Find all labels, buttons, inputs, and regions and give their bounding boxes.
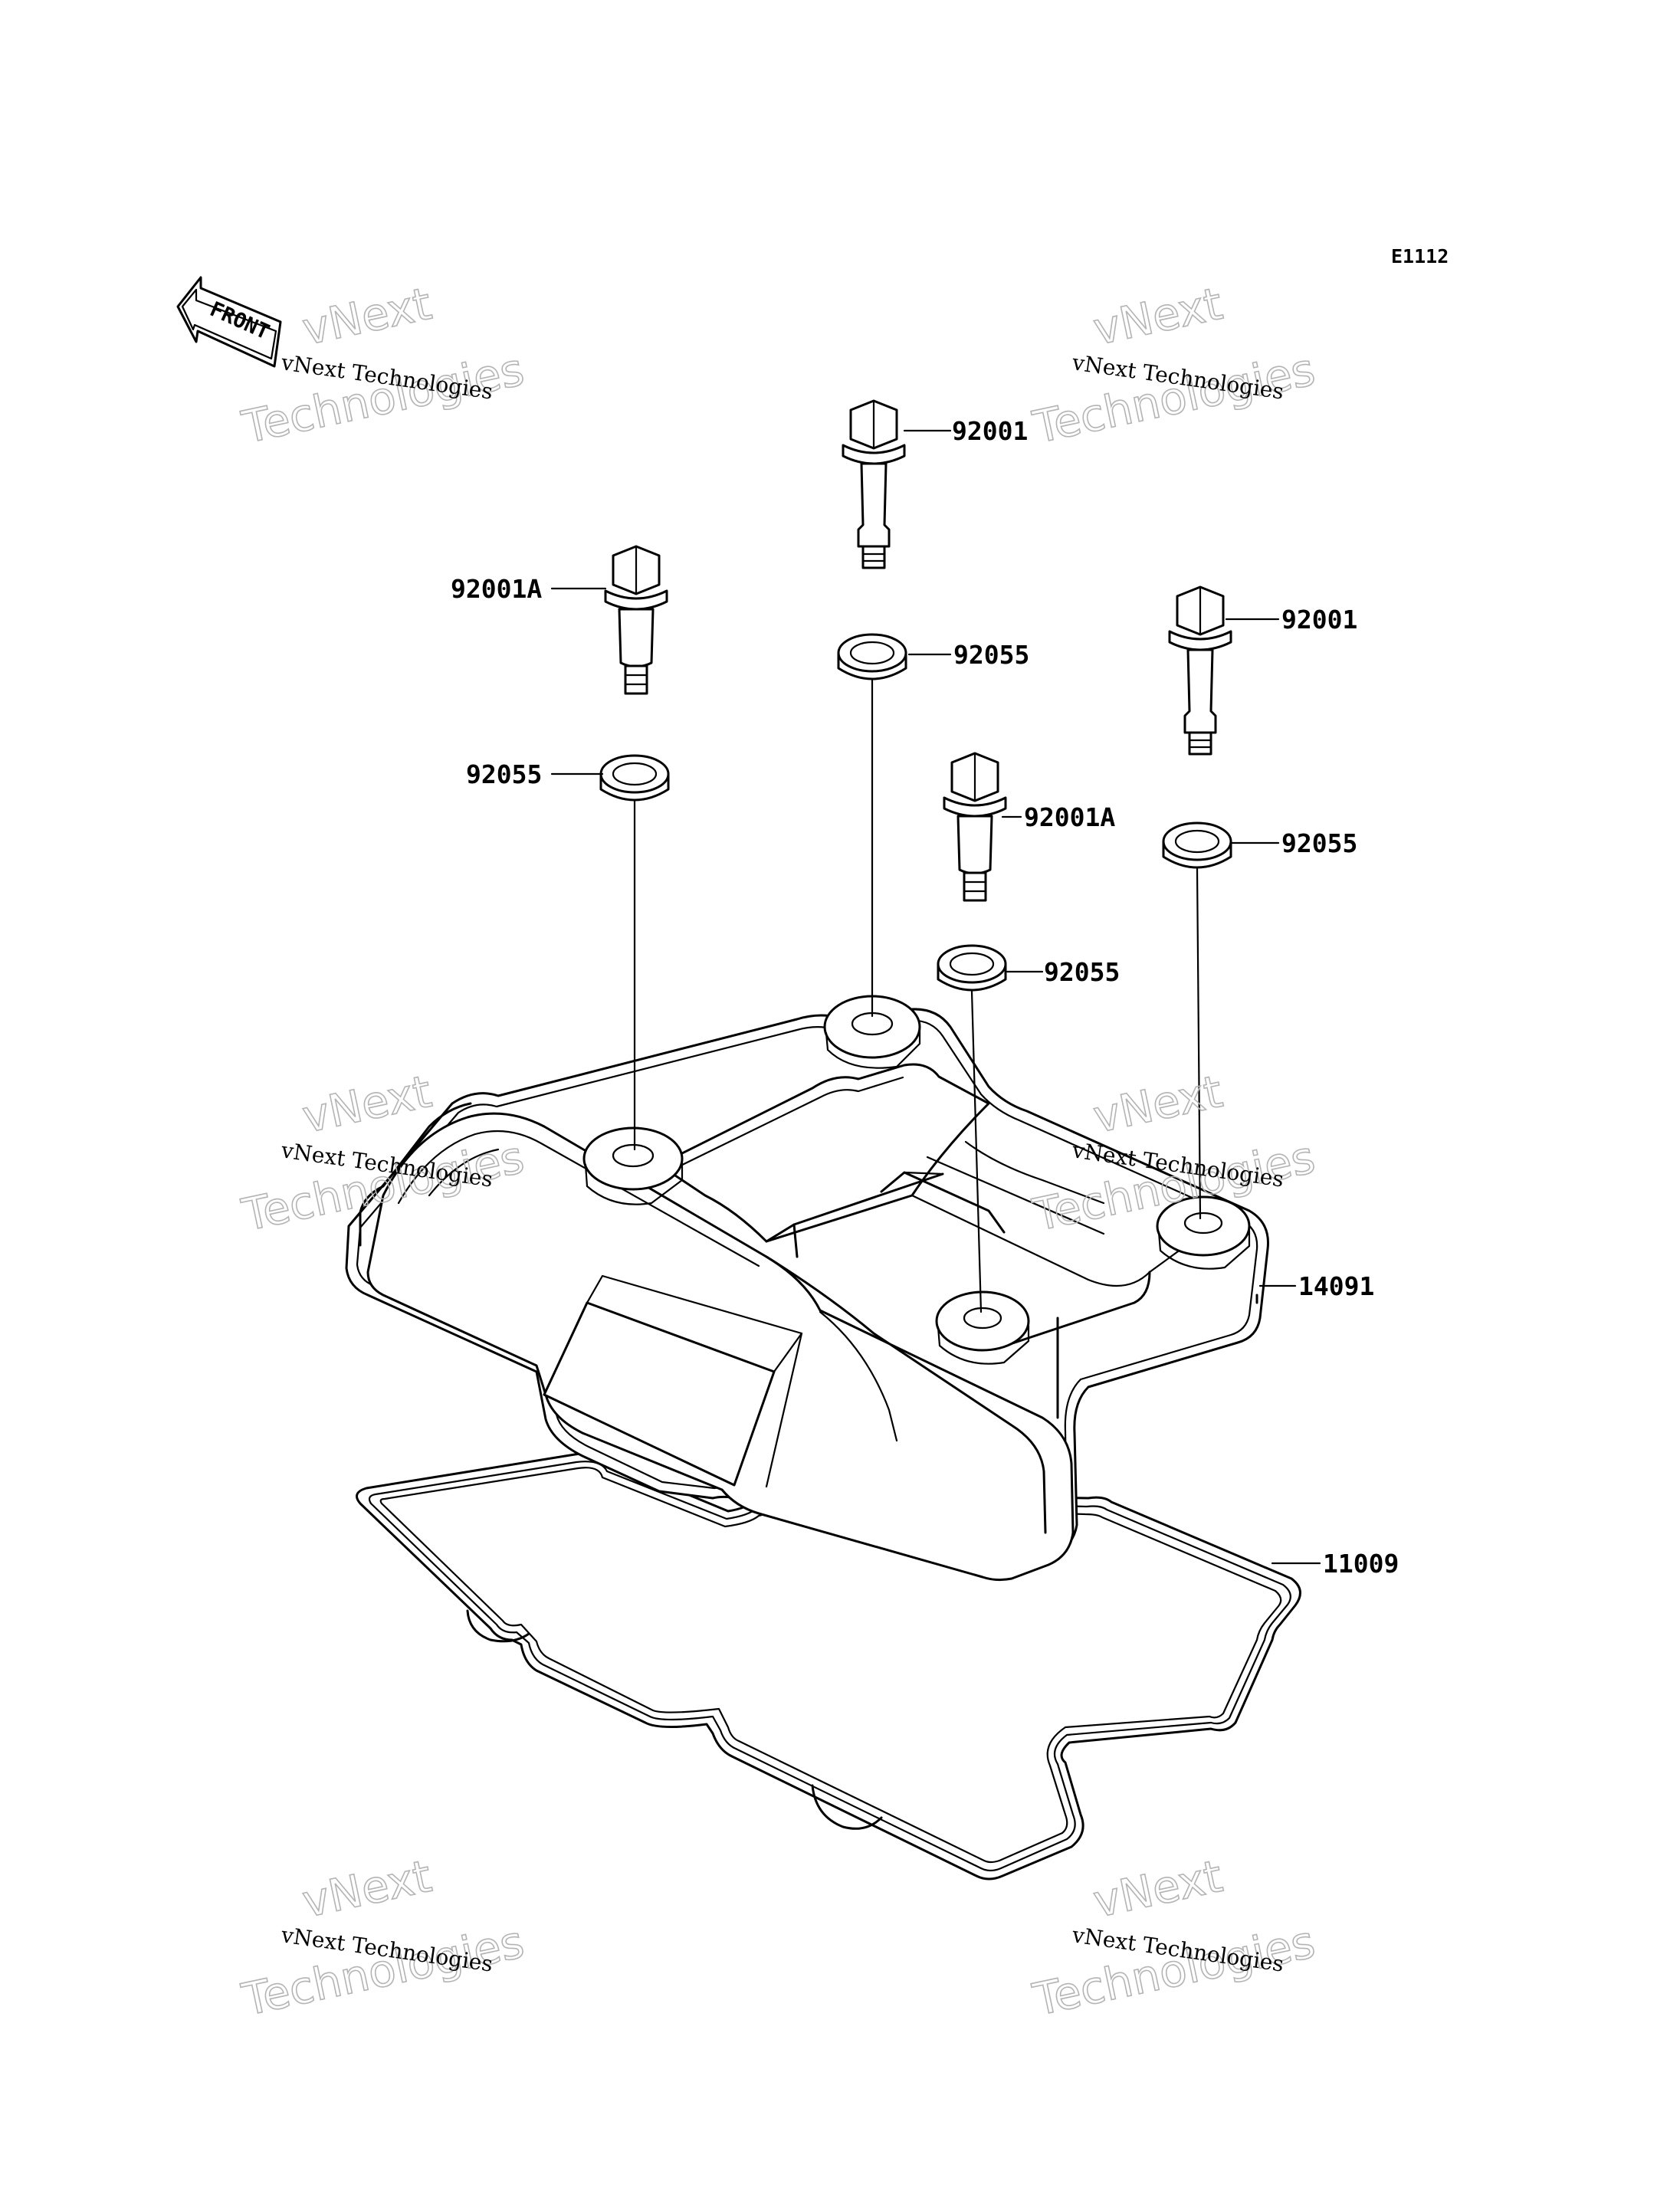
label-92001a-mid: 92001A bbox=[1024, 802, 1115, 832]
label-92001-right: 92001 bbox=[1281, 605, 1357, 635]
boss-left bbox=[582, 1126, 684, 1205]
label-92055-right: 92055 bbox=[1281, 828, 1357, 858]
label-92055-mid: 92055 bbox=[1044, 957, 1120, 987]
label-92055-top-center: 92055 bbox=[953, 640, 1029, 670]
label-92001-top-center: 92001 bbox=[952, 416, 1028, 446]
washer-92055-right bbox=[1162, 821, 1232, 869]
diagram-code: E1112 bbox=[1391, 245, 1449, 267]
watermark-top-right: vNext Technologies vNext Technologies bbox=[1028, 277, 1320, 454]
front-arrow-icon: FRONT bbox=[176, 276, 282, 368]
label-92055-left: 92055 bbox=[466, 759, 542, 789]
boss-right bbox=[1156, 1195, 1251, 1270]
svg-text:vNext: vNext bbox=[1089, 1065, 1227, 1143]
watermark-top-left: vNext Technologies vNext Technologies bbox=[237, 277, 529, 454]
label-11009: 11009 bbox=[1323, 1549, 1399, 1579]
bolt-92001a-left bbox=[604, 545, 668, 695]
svg-text:vNext: vNext bbox=[1089, 277, 1227, 356]
boss-mid bbox=[935, 1290, 1030, 1365]
svg-text:vNext: vNext bbox=[298, 1850, 436, 1928]
bolt-92001a-mid bbox=[943, 752, 1007, 902]
bolt-92001-top-center bbox=[842, 399, 906, 569]
washer-92055-top-center bbox=[837, 633, 907, 680]
watermark-bottom-left: vNext Technologies vNext Technologies bbox=[237, 1849, 529, 2027]
alignment-lines bbox=[633, 679, 1202, 1313]
leader-lines bbox=[550, 429, 1321, 1565]
svg-text:vNext: vNext bbox=[1089, 1850, 1227, 1928]
svg-text:vNext: vNext bbox=[298, 1065, 436, 1143]
washer-92055-left bbox=[599, 754, 670, 802]
label-14091: 14091 bbox=[1298, 1271, 1374, 1301]
bolt-92001-right bbox=[1168, 585, 1232, 756]
watermark-bottom-right: vNext Technologies vNext Technologies bbox=[1028, 1849, 1320, 2027]
washer-92055-mid bbox=[937, 944, 1007, 992]
cylinder-head-cover-14091 bbox=[345, 995, 1269, 1582]
label-92001a-left: 92001A bbox=[451, 574, 542, 604]
svg-text:vNext: vNext bbox=[298, 277, 436, 356]
